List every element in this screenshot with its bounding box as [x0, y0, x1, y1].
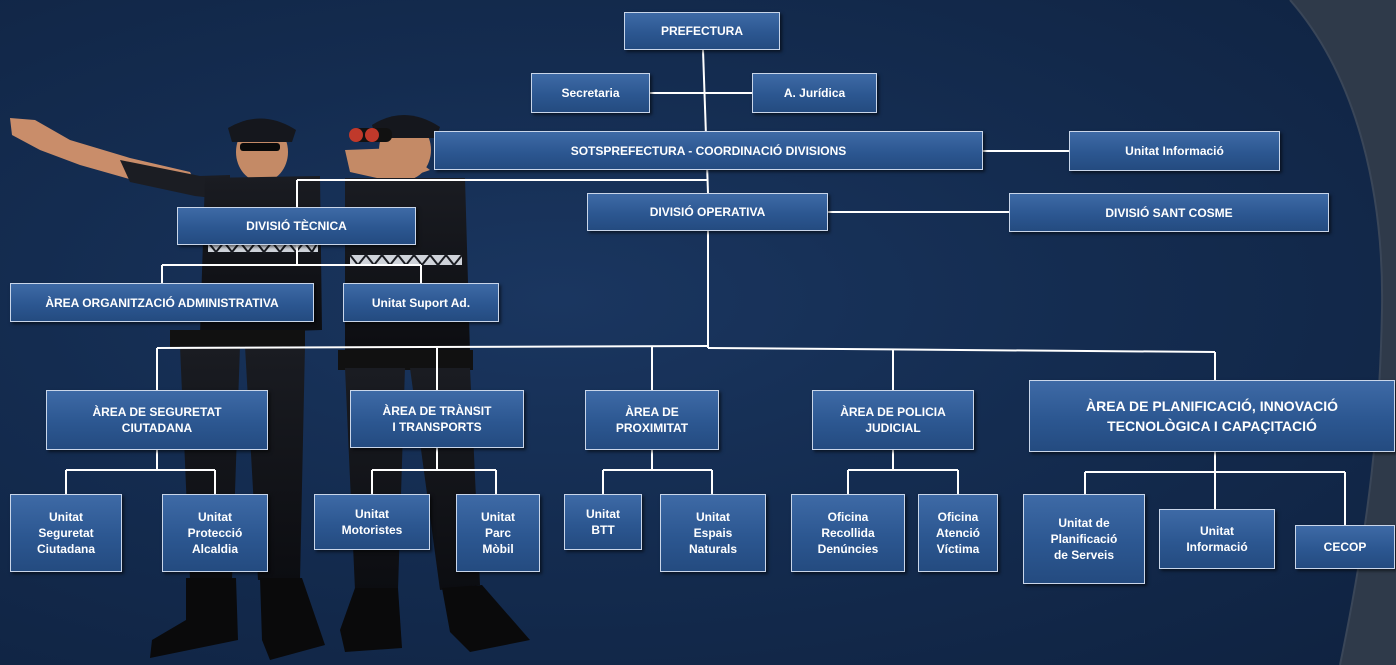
box-area-transit: ÀREA DE TRÀNSIT I TRANSPORTS [350, 390, 524, 448]
box-unitat-informacio-top: Unitat Informació [1069, 131, 1280, 171]
box-unitat-suport: Unitat Suport Ad. [343, 283, 499, 322]
box-sotsprefectura: SOTSPREFECTURA - COORDINACIÓ DIVISIONS [434, 131, 983, 170]
box-unitat-planificacio: Unitat de Planificació de Serveis [1023, 494, 1145, 584]
box-unitat-btt: Unitat BTT [564, 494, 642, 550]
box-secretaria: Secretaria [531, 73, 650, 113]
box-prefectura: PREFECTURA [624, 12, 780, 50]
box-juridica: A. Jurídica [752, 73, 877, 113]
box-cecop: CECOP [1295, 525, 1395, 569]
box-unitat-seguretat: Unitat Seguretat Ciutadana [10, 494, 122, 572]
box-area-policia: ÀREA DE POLICIA JUDICIAL [812, 390, 974, 450]
box-unitat-motoristes: Unitat Motoristes [314, 494, 430, 550]
box-unitat-informacio-bottom: Unitat Informació [1159, 509, 1275, 569]
box-divisio-sant-cosme: DIVISIÓ SANT COSME [1009, 193, 1329, 232]
box-oficina-atencio: Oficina Atenció Víctima [918, 494, 998, 572]
box-area-proximitat: ÀREA DE PROXIMITAT [585, 390, 719, 450]
box-unitat-proteccio: Unitat Protecció Alcaldia [162, 494, 268, 572]
box-divisio-tecnica: DIVISIÓ TÈCNICA [177, 207, 416, 245]
box-area-seguretat: ÀREA DE SEGURETAT CIUTADANA [46, 390, 268, 450]
box-oficina-recollida: Oficina Recollida Denúncies [791, 494, 905, 572]
box-area-planificacio: ÀREA DE PLANIFICACIÓ, INNOVACIÓ TECNOLÒG… [1029, 380, 1395, 452]
box-unitat-parc: Unitat Parc Mòbil [456, 494, 540, 572]
box-area-organitzacio: ÀREA ORGANITZACIÓ ADMINISTRATIVA [10, 283, 314, 322]
box-unitat-espais: Unitat Espais Naturals [660, 494, 766, 572]
box-divisio-operativa: DIVISIÓ OPERATIVA [587, 193, 828, 231]
